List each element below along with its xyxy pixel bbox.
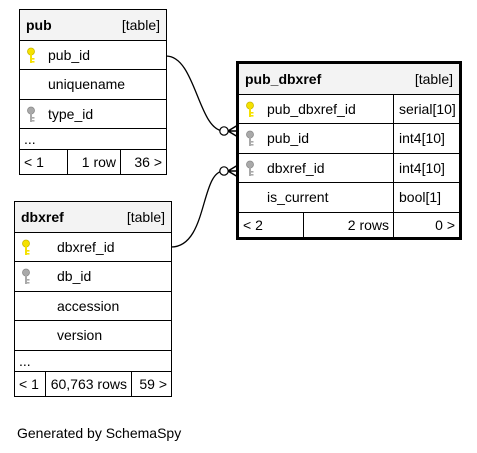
column-name: pub_dbxref_id (267, 100, 356, 117)
fk-optional-marker (219, 166, 229, 176)
column-row[interactable]: pub_id (20, 39, 166, 70)
child-count[interactable]: 59 > (131, 371, 171, 396)
primary-key-icon (26, 47, 36, 65)
column-row[interactable]: accession (15, 290, 171, 321)
table-pub[interactable]: pub [table] pub_id uniquename type_id ..… (19, 9, 167, 175)
column-type: serial[10] (393, 94, 459, 123)
parent-count[interactable]: < 1 (24, 154, 44, 170)
table-name[interactable]: pub (26, 16, 52, 33)
column-row[interactable]: is_current bool[1] (239, 182, 459, 212)
column-name: version (57, 327, 103, 344)
column-name: accession (57, 297, 120, 314)
table-pub_dbxref[interactable]: pub_dbxref [table] pub_dbxref_id serial[… (236, 61, 462, 240)
column-name: type_id (48, 105, 94, 122)
table-kind: [table] (414, 70, 453, 87)
column-type: int4[10] (393, 124, 459, 153)
column-row[interactable]: db_id (15, 261, 171, 291)
more-columns-ellipsis: ... (15, 349, 171, 371)
more-columns-ellipsis: ... (20, 128, 166, 149)
column-name: is_current (267, 189, 329, 206)
table-header: dbxref [table] (15, 202, 171, 232)
parent-count[interactable]: < 1 (19, 375, 39, 392)
table-footer: < 1 1 row 36 > (20, 149, 166, 174)
column-name: dbxref_id (267, 159, 325, 176)
child-count[interactable]: 36 > (120, 150, 166, 174)
foreign-key-icon (245, 130, 255, 148)
column-name: pub_id (267, 130, 310, 147)
column-row[interactable]: uniquename (20, 69, 166, 99)
primary-key-icon (245, 101, 255, 119)
column-row[interactable]: pub_dbxref_id serial[10] (239, 93, 459, 123)
table-kind: [table] (126, 208, 165, 225)
table-name[interactable]: dbxref (21, 208, 64, 225)
table-header: pub [table] (20, 10, 166, 40)
relationship-pub-to-pub_dbxref (165, 55, 225, 132)
column-type: int4[10] (393, 153, 459, 182)
foreign-key-icon (26, 106, 36, 124)
column-type: bool[1] (393, 183, 459, 212)
column-row[interactable]: dbxref_id (15, 231, 171, 262)
relationship-dbxref-to-pub_dbxref (170, 170, 225, 248)
column-name: db_id (57, 268, 92, 285)
column-row[interactable]: pub_id int4[10] (239, 123, 459, 153)
fk-optional-marker (219, 126, 229, 136)
parent-count[interactable]: < 2 (243, 216, 263, 233)
column-row[interactable]: version (15, 320, 171, 350)
column-row[interactable]: dbxref_id int4[10] (239, 152, 459, 182)
table-header: pub_dbxref [table] (239, 64, 459, 94)
table-footer: < 2 2 rows 0 > (239, 211, 459, 237)
child-count[interactable]: 0 > (393, 212, 459, 237)
table-footer: < 1 60,763 rows 59 > (15, 370, 171, 396)
primary-key-icon (21, 239, 31, 257)
column-name: pub_id (48, 46, 91, 63)
foreign-key-icon (245, 160, 255, 178)
column-name: dbxref_id (57, 238, 115, 255)
table-kind: [table] (121, 16, 160, 33)
column-row[interactable]: type_id (20, 98, 166, 129)
generated-by-caption[interactable]: Generated by SchemaSpy (17, 425, 182, 441)
table-name[interactable]: pub_dbxref (245, 70, 322, 87)
row-count: 1 row (67, 150, 120, 174)
column-name: uniquename (48, 76, 126, 93)
foreign-key-icon (21, 268, 31, 286)
row-count: 60,763 rows (45, 371, 131, 396)
row-count: 2 rows (303, 212, 393, 237)
table-dbxref[interactable]: dbxref [table] dbxref_id db_id accession… (14, 201, 172, 397)
